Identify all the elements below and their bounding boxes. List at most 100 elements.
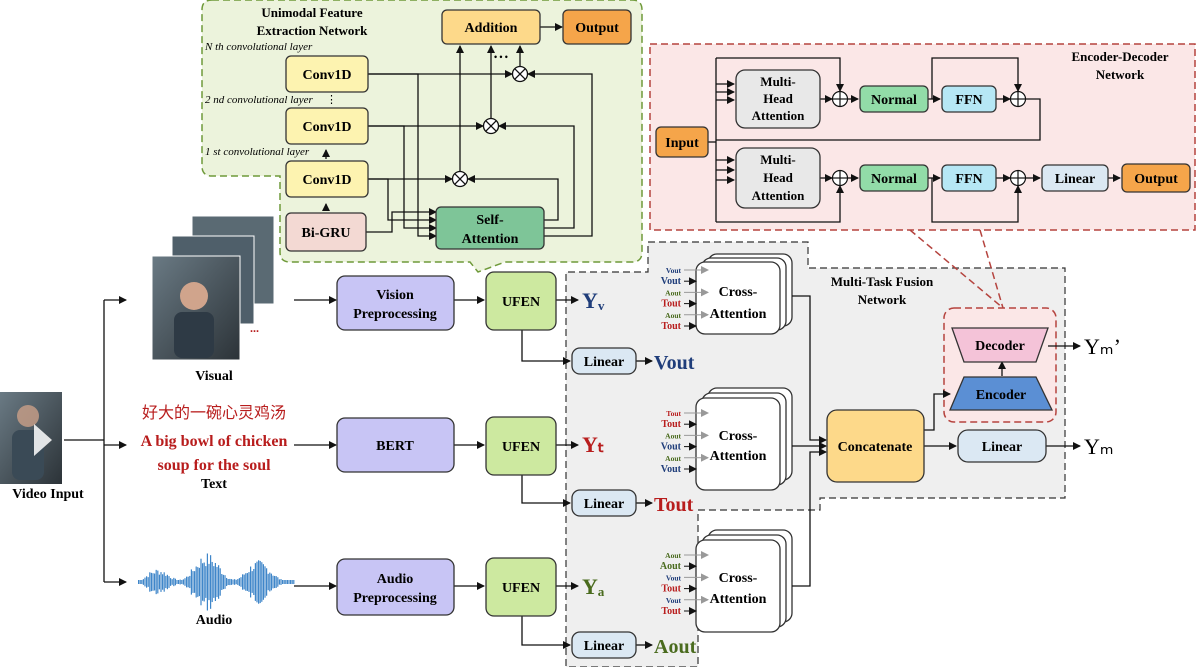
otimes-3	[511, 65, 529, 83]
english-text-2: soup for the soul	[157, 457, 271, 474]
fusion-panel	[565, 241, 1066, 667]
ffn-bottom-label: FFN	[955, 172, 982, 187]
cross-input-t-4: Aout	[665, 454, 681, 463]
waveform-bar	[144, 577, 146, 587]
waveform-bar	[178, 580, 180, 584]
oplus-1	[831, 90, 849, 108]
conv1d-label-2: Conv1D	[302, 120, 351, 135]
waveform-bar	[214, 563, 216, 601]
cross-t-label-2: Attention	[710, 449, 767, 464]
waveform-bar	[235, 579, 237, 585]
audio-label: Audio	[196, 613, 233, 628]
ufen-box-vision: UFEN	[485, 271, 557, 331]
encoder-label: Encoder	[976, 388, 1027, 403]
cross-attention-vision	[695, 253, 793, 335]
waveform-bar	[237, 579, 239, 585]
play-icon[interactable]	[34, 424, 52, 456]
otimes-2	[482, 117, 500, 135]
waveform-bar	[278, 579, 280, 585]
audio-preprocessing-box: Audio Preprocessing	[336, 558, 455, 616]
bert-box: BERT	[336, 417, 455, 473]
encdec-input-label: Input	[665, 136, 699, 151]
conv1d-box-2: Conv1D	[285, 107, 369, 145]
cross-input-v-4: Aout	[665, 311, 681, 320]
cross-input-t-3: Vout	[661, 442, 682, 453]
cross-input-a-4: Vout	[666, 596, 682, 605]
bigru-label: Bi-GRU	[302, 226, 351, 241]
vision-preprocessing-box: Vision Preprocessing	[336, 275, 455, 331]
waveform-bar	[277, 577, 279, 587]
english-text-1: A big bowl of chicken	[141, 433, 288, 450]
waveform-bar	[261, 562, 263, 602]
decoder-label: Decoder	[975, 339, 1025, 354]
waveform-bar	[152, 573, 154, 591]
encdec-linear-box: Linear	[1041, 164, 1109, 192]
selfattention-label-2: Attention	[462, 232, 519, 247]
waveform-bar	[285, 580, 287, 584]
layer-2-vdots: ⋮	[326, 94, 337, 106]
waveform-bar	[146, 576, 148, 588]
encdec-output-label: Output	[1134, 172, 1178, 187]
waveform-bar	[258, 560, 260, 604]
decoder-shape: Decoder	[951, 327, 1049, 363]
waveform-bar	[250, 566, 252, 598]
tout-label: Tout	[654, 494, 694, 516]
vout-label: Vout	[654, 352, 695, 374]
ufen-box-audio: UFEN	[485, 557, 557, 617]
conv1d-box-3: Conv1D	[285, 55, 369, 93]
waveform-bar	[283, 580, 285, 584]
layer-n-label: N th convolutional layer	[204, 41, 313, 53]
audio-pre-label-2: Preprocessing	[353, 591, 436, 606]
waveform-bar	[210, 555, 212, 609]
waveform-bar	[158, 574, 160, 590]
waveform-bar	[184, 578, 186, 586]
waveform-bar	[186, 576, 188, 588]
waveform-bar	[218, 565, 220, 599]
waveform-bar	[173, 577, 175, 587]
mha-bottom-1: Multi-	[760, 152, 795, 167]
bigru-box: Bi-GRU	[285, 212, 367, 252]
waveform-bar	[182, 579, 184, 585]
ffn-top-label: FFN	[955, 93, 982, 108]
cross-input-v-3: Tout	[661, 299, 681, 310]
waveform-bar	[253, 568, 255, 596]
concatenate-box: Concatenate	[826, 409, 925, 483]
ym-prime-label: Yₘ’	[1084, 334, 1121, 359]
waveform-bar	[154, 573, 156, 591]
waveform-bar	[272, 575, 274, 589]
waveform-bar	[192, 571, 194, 593]
waveform-bar	[248, 572, 250, 592]
waveform-bar	[198, 567, 200, 597]
waveform-bar	[168, 576, 170, 588]
layer-2-label: 2 nd convolutional layer	[205, 94, 314, 106]
waveform-bar	[208, 563, 210, 601]
waveform-bar	[166, 574, 168, 590]
normal-bottom-label: Normal	[871, 172, 917, 187]
linear-vision-label: Linear	[584, 355, 624, 370]
waveform-bar	[147, 577, 149, 587]
chinese-text: 好大的一碗心灵鸡汤	[142, 403, 286, 422]
audio-pre-label-1: Audio	[377, 572, 414, 587]
waveform-bar	[190, 569, 192, 595]
visual-label: Visual	[195, 369, 233, 384]
ffn-box-top: FFN	[941, 85, 997, 113]
waveform-bar	[187, 576, 189, 588]
waveform-bar	[293, 580, 295, 584]
waveform-bar	[213, 566, 215, 598]
waveform-bar	[141, 580, 143, 584]
cross-input-v-5: Tout	[661, 321, 681, 332]
normal-top-label: Normal	[871, 93, 917, 108]
waveform-bar	[171, 579, 173, 585]
video-thumbnail[interactable]	[0, 392, 62, 484]
waveform-bar	[262, 564, 264, 600]
text-label: Text	[201, 477, 227, 492]
conv1d-box-1: Conv1D	[285, 160, 369, 198]
waveform-bar	[142, 579, 144, 585]
waveform-bar	[259, 560, 261, 604]
addition-label: Addition	[465, 21, 518, 36]
waveform-bar	[290, 580, 292, 584]
ufen-hdots: • • •	[494, 52, 508, 62]
cross-input-a-0: Aout	[665, 551, 681, 560]
ffn-box-bottom: FFN	[941, 164, 997, 192]
normal-box-top: Normal	[859, 85, 929, 113]
